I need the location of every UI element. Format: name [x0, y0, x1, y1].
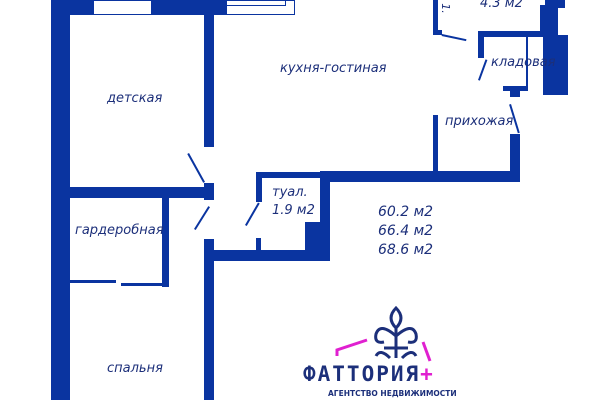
wall-top [51, 0, 93, 15]
room-label-living-kitchen: кухня-гостиная [280, 61, 387, 76]
area-value: 60.2 м2 [378, 204, 434, 220]
storage-wall [503, 86, 528, 91]
logo-name: ФАТТОРИЯ+ [303, 362, 435, 386]
bathroom-wall [433, 30, 442, 35]
room-label-toilet: туал. [272, 185, 308, 200]
wall-top [152, 0, 226, 15]
toilet-wall [214, 250, 330, 261]
wardrobe-door [121, 283, 166, 286]
window [93, 0, 152, 15]
logo-tagline: АГЕНТСТВО НЕДВИЖИМОСТИ [328, 389, 457, 398]
wall-interior [320, 171, 520, 182]
wall-right [543, 35, 568, 95]
room-label-bedroom: спальня [107, 361, 163, 376]
room-area-toilet: 1.9 м2 [272, 203, 315, 218]
room-label-kids: детская [107, 91, 163, 106]
wall-interior [70, 187, 204, 198]
bathroom-wall [478, 31, 545, 37]
room-label-wardrobe: гардеробная [75, 223, 164, 238]
fleur-de-lis-icon [335, 305, 432, 362]
wardrobe-wall [162, 198, 169, 287]
bathroom-wall [545, 0, 565, 8]
area-value: 66.4 м2 [378, 223, 434, 239]
toilet-wall [256, 238, 261, 252]
toilet-wall [256, 172, 330, 178]
bathroom-wall [540, 5, 558, 35]
door-toilet[interactable] [245, 202, 260, 226]
bathroom-wall [433, 0, 438, 35]
door-bedroom[interactable] [194, 206, 210, 230]
toilet-wall [320, 172, 330, 261]
room-label-storage: кладовая [491, 55, 556, 70]
wall-interior [204, 183, 214, 200]
wall-interior [204, 15, 214, 147]
total-area-list: 60.2 м2 66.4 м2 68.6 м2 [378, 203, 433, 260]
hallway-wall [433, 115, 438, 172]
room-label-bathroom-partial: 1. [438, 3, 452, 14]
room-label-hallway: прихожая [445, 114, 514, 129]
window-frame [226, 0, 286, 6]
door-bathroom[interactable] [441, 34, 467, 41]
room-area-bathroom: 4.3 м2 [480, 0, 523, 11]
wall-left [51, 0, 70, 400]
storage-outline [484, 37, 528, 88]
toilet-wall [256, 172, 262, 202]
area-value: 68.6 м2 [378, 242, 434, 258]
storage-wall [478, 31, 484, 58]
wardrobe-door [70, 280, 116, 283]
wall-interior [204, 239, 214, 400]
door-kids[interactable] [187, 153, 205, 183]
wall-post [510, 91, 520, 97]
agency-logo: ФАТТОРИЯ+ АГЕНТСТВО НЕДВИЖИМОСТИ [300, 300, 500, 400]
wall-post [510, 134, 520, 182]
